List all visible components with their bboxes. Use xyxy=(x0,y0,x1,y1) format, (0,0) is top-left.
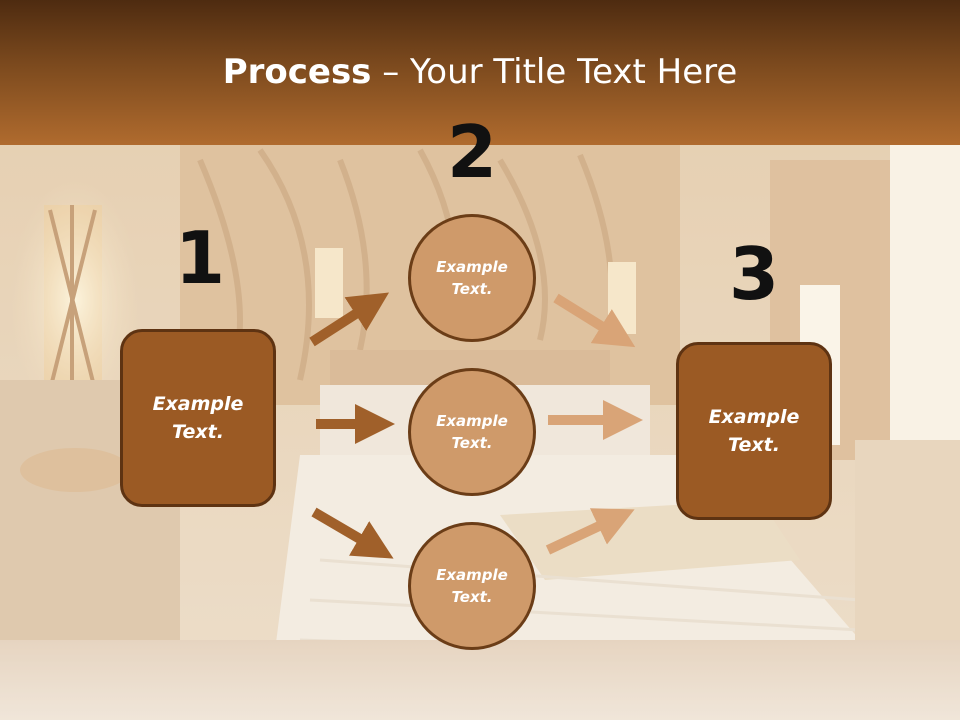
circle-bottom-line-2: Text. xyxy=(451,588,493,606)
circle-middle-line-1: Example xyxy=(436,411,508,430)
circle-middle[interactable]: Example Text. xyxy=(408,368,536,496)
circle-top[interactable]: Example Text. xyxy=(408,214,536,342)
circle-bottom-line-1: Example xyxy=(436,565,508,584)
slide-title[interactable]: Process – Your Title Text Here xyxy=(0,52,960,92)
right-box-line-1: Example xyxy=(708,405,800,428)
title-bold-part: Process xyxy=(222,52,372,92)
step-number-1: 1 xyxy=(174,216,226,300)
right-text-box[interactable]: Example Text. xyxy=(676,342,832,520)
left-box-line-2: Text. xyxy=(172,421,224,443)
title-rest-part: – Your Title Text Here xyxy=(371,52,738,92)
circle-middle-line-2: Text. xyxy=(451,434,493,452)
circle-bottom[interactable]: Example Text. xyxy=(408,522,536,650)
circle-top-line-2: Text. xyxy=(451,280,493,298)
left-box-line-1: Example xyxy=(152,392,244,415)
title-bar xyxy=(0,0,960,145)
step-number-3: 3 xyxy=(728,232,780,316)
step-number-2: 2 xyxy=(446,110,498,194)
left-text-box[interactable]: Example Text. xyxy=(120,329,276,507)
circle-top-line-1: Example xyxy=(436,257,508,276)
right-box-line-2: Text. xyxy=(728,434,780,456)
